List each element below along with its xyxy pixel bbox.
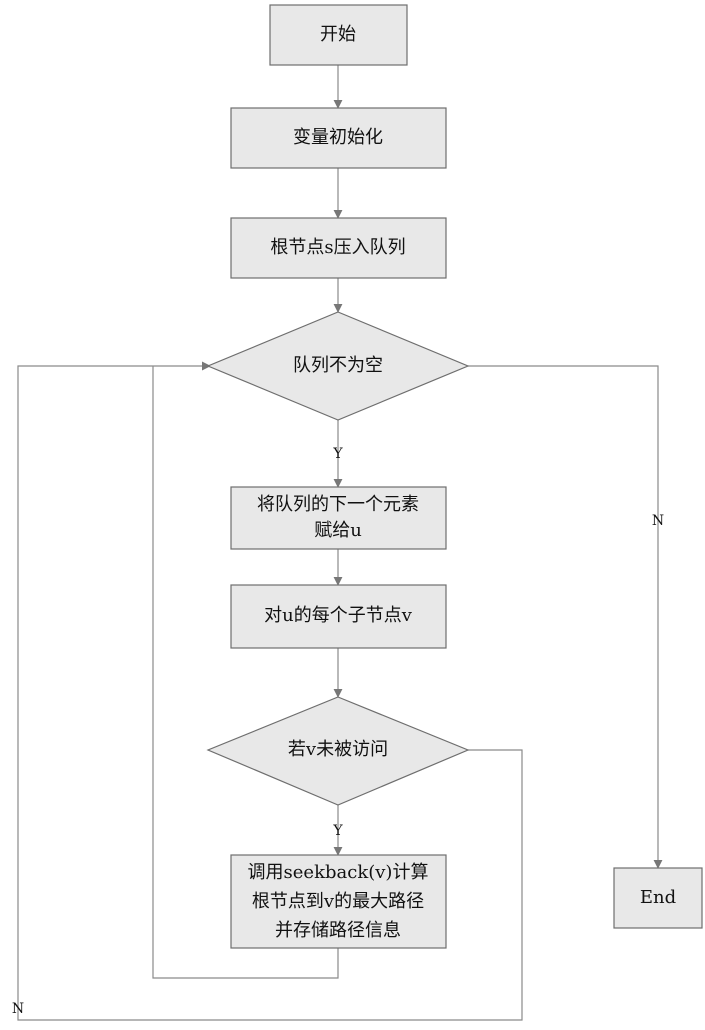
svg-text:根节点到v的最大路径: 根节点到v的最大路径 (252, 891, 424, 912)
seekback-label-line-2: 根节点到v的最大路径 (252, 891, 424, 912)
edge-queue-no (468, 365, 663, 869)
init-node: 变量初始化 (230, 107, 447, 169)
seekback-node: 调用seekback(v)计算 根节点到v的最大路径 并存储路径信息 (230, 854, 447, 949)
for-each-child-label: 对u的每个子节点v (264, 605, 413, 626)
push-root-node-label: 根节点s压入队列 (270, 237, 405, 258)
next-element-label-line-2: 赋给u (314, 520, 362, 541)
start-node-label: 开始 (320, 24, 356, 45)
not-visited-decision: 若v未被访问 (206, 696, 470, 806)
init-node-label: 变量初始化 (293, 127, 383, 148)
not-visited-label: 若v未被访问 (288, 739, 388, 760)
edge-visited-no-loop (17, 361, 523, 1021)
visited-no-label: N (12, 1001, 24, 1017)
edge-seekback-loop (152, 366, 339, 979)
svg-text:并存储路径信息: 并存储路径信息 (275, 920, 401, 941)
svg-text:赋给u: 赋给u (314, 520, 362, 541)
svg-text:将队列的下一个元素: 将队列的下一个元素 (257, 494, 419, 515)
queue-not-empty-decision: 队列不为空 (206, 311, 470, 421)
queue-not-empty-label: 队列不为空 (293, 355, 383, 376)
visited-yes-label: Y (332, 823, 343, 839)
end-node-label: End (640, 887, 676, 908)
seekback-label-line-3: 并存储路径信息 (275, 920, 401, 941)
svg-text:调用seekback(v)计算: 调用seekback(v)计算 (248, 862, 429, 883)
start-node: 开始 (269, 4, 408, 66)
next-element-node: 将队列的下一个元素 赋给u (230, 486, 447, 550)
seekback-label-line-1: 调用seekback(v)计算 (248, 862, 429, 883)
for-each-child-node: 对u的每个子节点v (230, 584, 447, 649)
push-root-node: 根节点s压入队列 (230, 217, 447, 279)
next-element-label-line-1: 将队列的下一个元素 (257, 494, 419, 515)
queue-yes-label: Y (332, 446, 343, 462)
end-node: End (613, 867, 703, 929)
queue-no-label: N (652, 513, 664, 529)
